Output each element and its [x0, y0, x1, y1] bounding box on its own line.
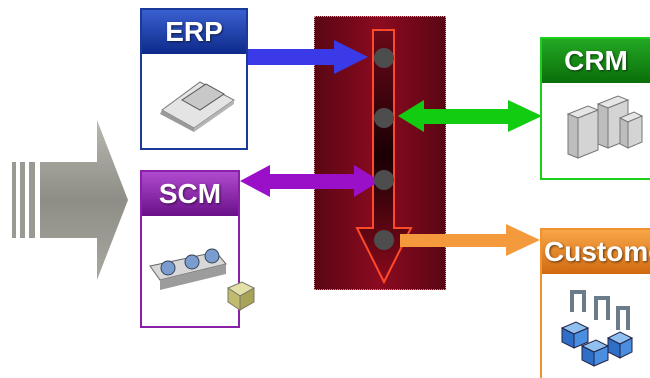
- crm-box: CRM: [540, 37, 650, 180]
- erp-box: ERP: [140, 8, 248, 150]
- scm-box: SCM: [140, 170, 256, 328]
- bus-node: [374, 108, 394, 128]
- bus-node: [374, 170, 394, 190]
- erp-arrow: [246, 40, 368, 74]
- input-arrow-icon: [12, 120, 128, 280]
- crm-arrow: [398, 100, 542, 132]
- scm-label: SCM: [142, 172, 238, 216]
- crm-label: CRM: [542, 39, 650, 83]
- bus-flow-arrow: [355, 29, 413, 285]
- bus-node: [374, 230, 394, 250]
- erp-label: ERP: [142, 10, 246, 54]
- conveyor-icon: [149, 248, 256, 311]
- customer-box: Customer: [540, 228, 650, 378]
- network-cubes-icon: [560, 290, 634, 367]
- customer-arrow: [400, 224, 540, 256]
- scm-arrow: [240, 165, 380, 197]
- laptop-icon: [160, 81, 235, 132]
- bus-node: [374, 48, 394, 68]
- customer-label: Customer: [542, 230, 650, 274]
- server-icon: [566, 95, 644, 159]
